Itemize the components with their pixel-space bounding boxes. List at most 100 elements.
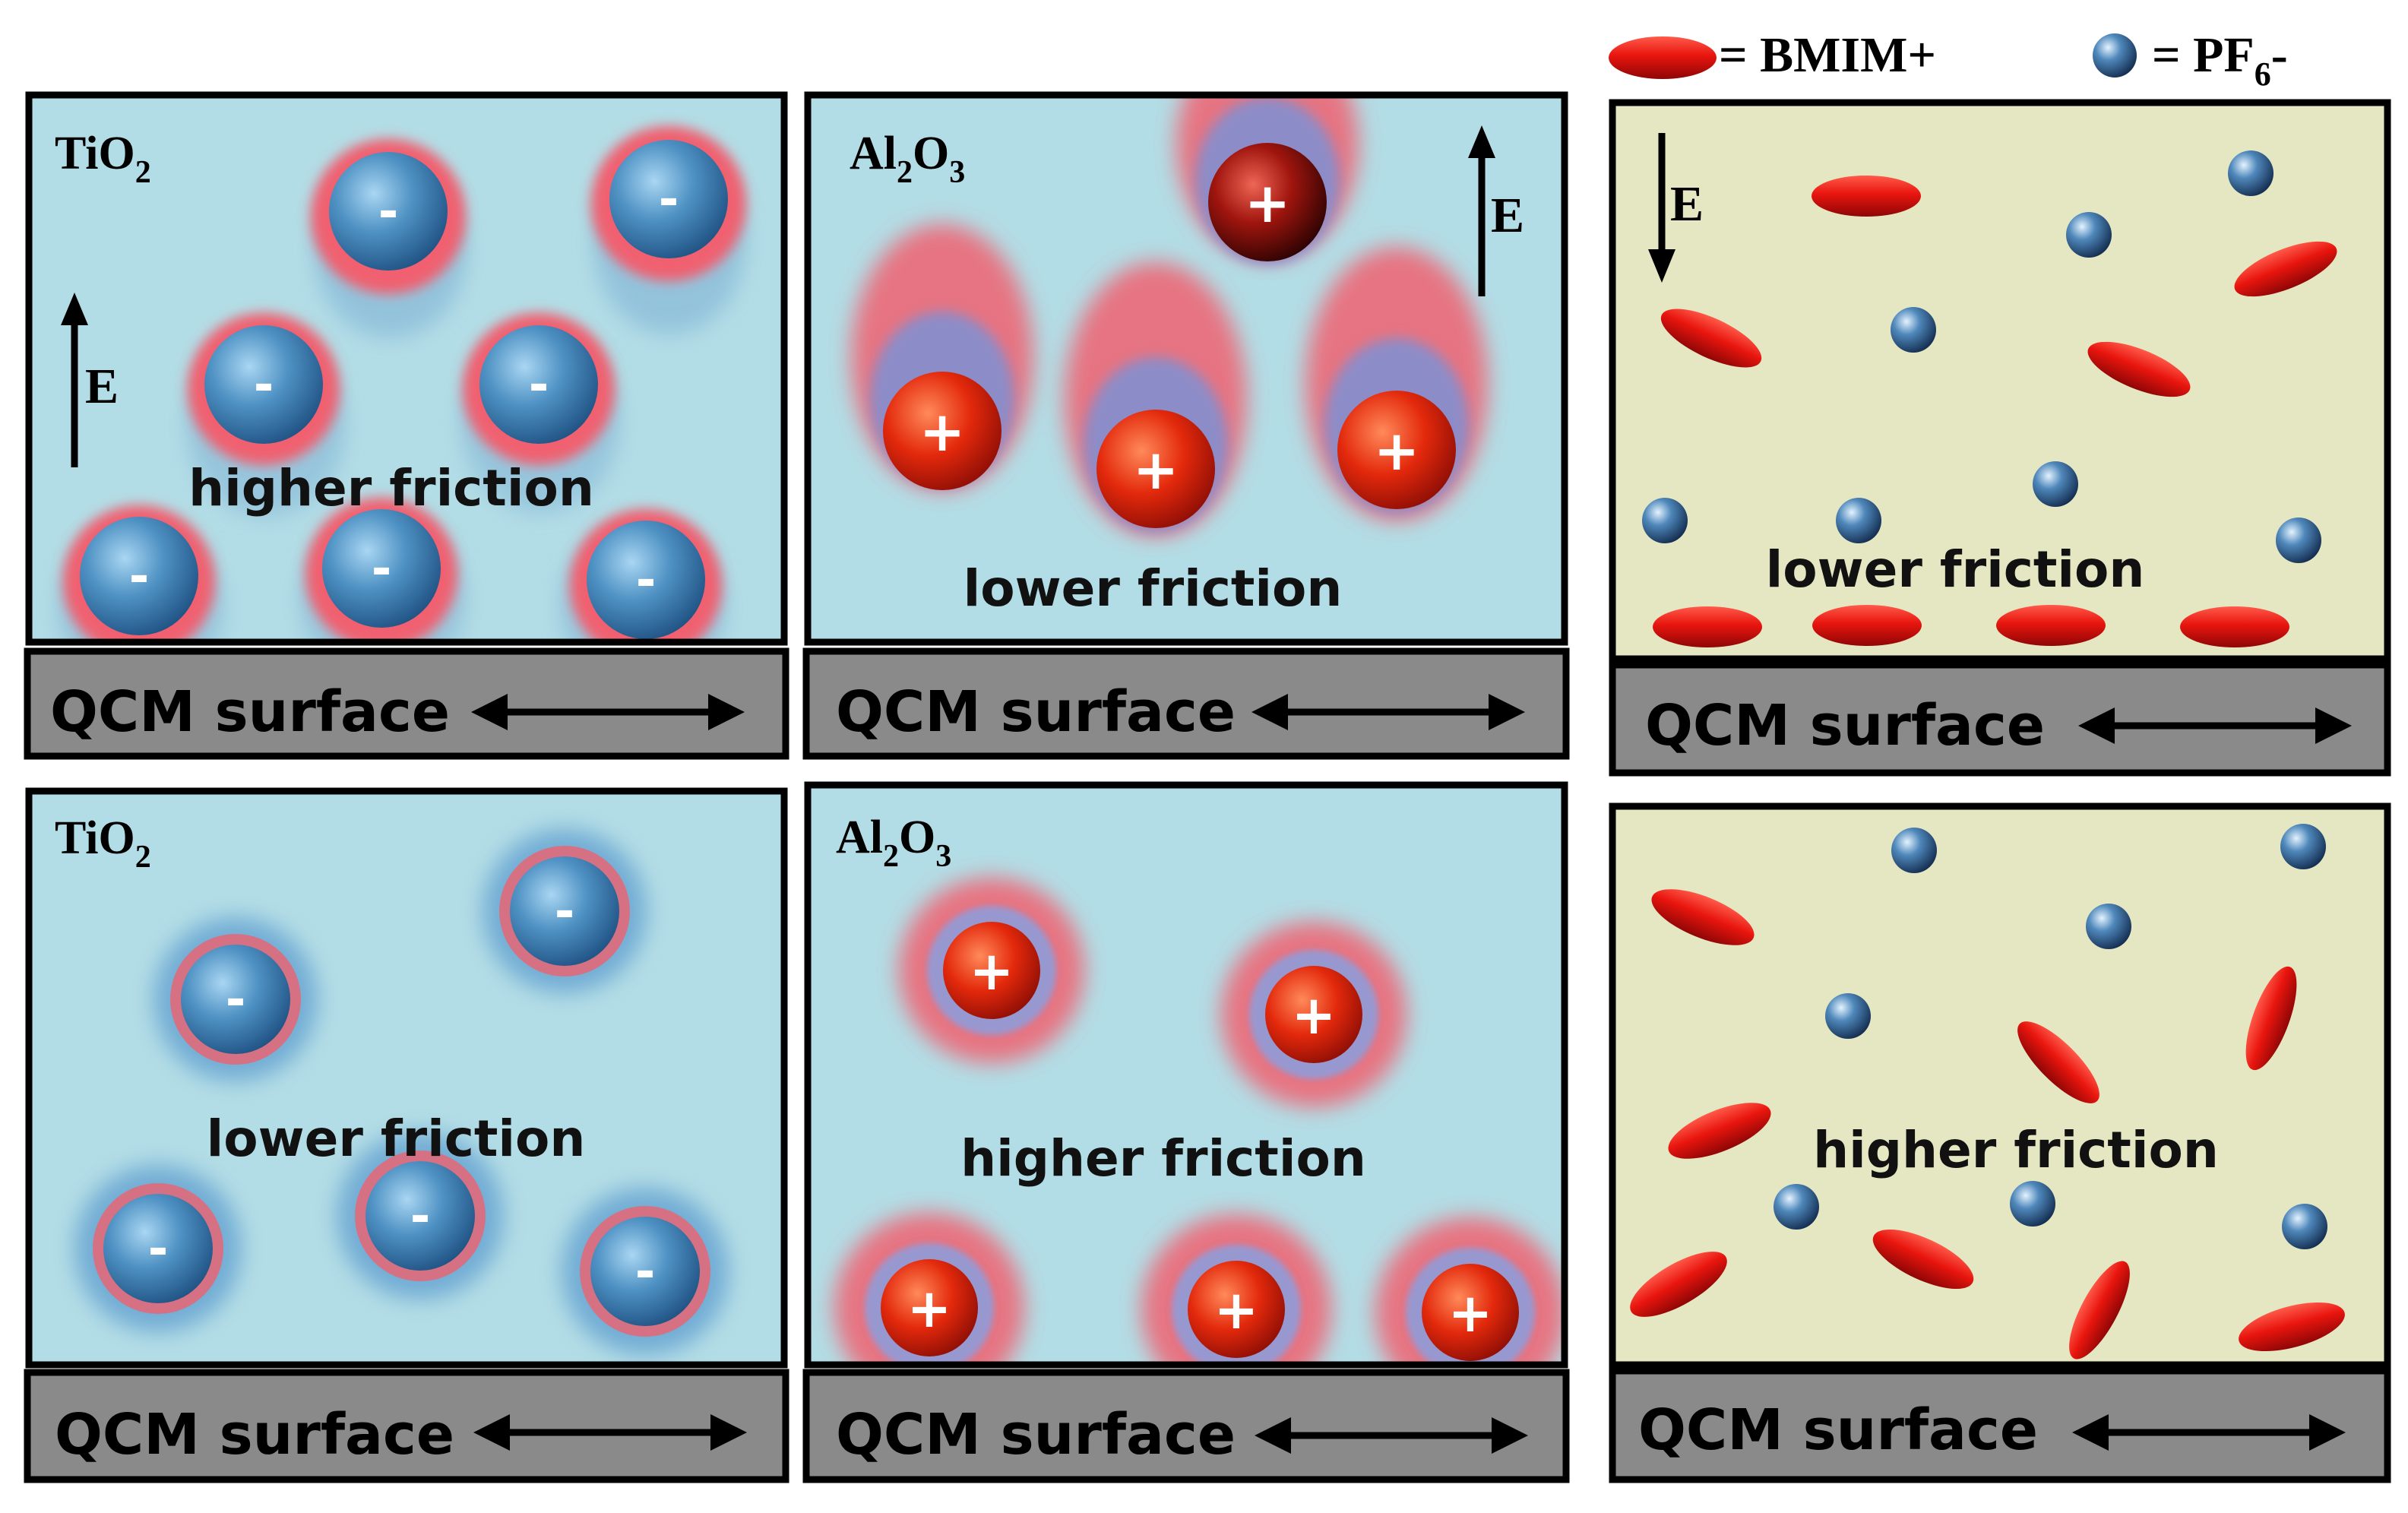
bmim-legend-ellipse: [1609, 36, 1717, 79]
anion-ball: -: [479, 325, 598, 444]
friction-label: lower friction: [207, 1109, 586, 1168]
bmim-ellipse: [2234, 241, 2337, 297]
pf6-ball: [2010, 1181, 2055, 1227]
bmim-ellipse: [2245, 966, 2297, 1071]
svg-text:-: -: [372, 541, 392, 597]
anion-ball: -: [587, 521, 705, 639]
pf6-ball: [2276, 518, 2321, 563]
svg-text:+: +: [970, 940, 1014, 1002]
pf6-ball: [2280, 824, 2326, 869]
friction-label: lower friction: [964, 559, 1343, 618]
anion-ball: -: [355, 1151, 486, 1281]
anion-ball: -: [609, 140, 728, 258]
field-arrow-down: [1648, 133, 1675, 283]
svg-text:-: -: [148, 1221, 169, 1277]
bmim-ellipse: [1651, 889, 1755, 945]
friction-label: higher friction: [1813, 1121, 2219, 1179]
cation-ball: +: [881, 1259, 978, 1356]
pf6-ball: [1891, 307, 1936, 353]
panel-al2o3-top: + + + + Al2O3 E lower friction: [804, 91, 1568, 646]
pf6-ball: [1891, 828, 1937, 873]
bmim-ellipse: [1653, 606, 1762, 647]
qcm-surface-bar: QCM surface: [1609, 661, 2391, 777]
cation-ball: +: [1188, 1261, 1285, 1358]
qcm-surface-bar: QCM surface: [24, 647, 789, 760]
qcm-surface-bar: QCM surface: [802, 647, 1570, 760]
oxide-label: Al2O3: [836, 812, 951, 874]
bmim-ellipse: [1630, 1252, 1727, 1317]
oxide-label: TiO2: [55, 128, 151, 190]
legend: = BMIM+ = PF6-: [1609, 27, 2288, 93]
panel-border: [25, 91, 788, 646]
panel-al2o3-bottom: + + + + + Al2O3 higher friction: [804, 781, 1568, 1369]
svg-text:-: -: [636, 552, 657, 609]
bmim-ellipse: [1660, 309, 1762, 368]
field-label: E: [1491, 188, 1524, 243]
oxide-label: TiO2: [55, 812, 151, 875]
anion-ball: -: [80, 517, 198, 635]
oxide-label: Al2O3: [850, 128, 965, 190]
qcm-surface-bar: QCM surface: [1609, 1367, 2391, 1483]
bmim-ellipse: [1812, 176, 1921, 217]
field-label: E: [85, 359, 119, 414]
qcm-surface-bar: QCM surface: [802, 1369, 1570, 1483]
surface-label: QCM surface: [55, 1402, 454, 1467]
panel-background: [1609, 99, 2391, 663]
svg-text:+: +: [1292, 984, 1337, 1046]
panel-tio2-bottom: - - - - - TiO2: [25, 787, 788, 1369]
pf6-ball: [1836, 498, 1881, 543]
surface-label: QCM surface: [1638, 1397, 2038, 1463]
double-arrow-icon: [2078, 707, 2352, 744]
svg-text:-: -: [555, 884, 575, 940]
anion-ball: -: [170, 934, 301, 1065]
pf6-ball: [2066, 212, 2112, 258]
surface-label: QCM surface: [836, 679, 1236, 745]
svg-text:+: +: [1448, 1282, 1493, 1344]
svg-text:-: -: [659, 172, 679, 228]
surface-label: QCM surface: [836, 1402, 1236, 1467]
anion-ball: -: [204, 325, 323, 444]
svg-text:+: +: [1133, 438, 1179, 502]
svg-text:+: +: [1245, 171, 1290, 235]
field-label: E: [1670, 176, 1704, 232]
friction-label: higher friction: [188, 459, 594, 518]
bmim-ellipse: [1812, 605, 1922, 646]
svg-text:+: +: [907, 1277, 952, 1340]
cation-ball: +: [1337, 391, 1456, 509]
bmim-ellipse: [2239, 1302, 2345, 1352]
qcm-surface-bar: QCM surface: [24, 1369, 789, 1483]
anion-ball: -: [329, 152, 448, 271]
pf6-ball: [1774, 1184, 1819, 1230]
svg-text:-: -: [529, 357, 549, 413]
panel-tio2-top: - - - - - - -: [25, 91, 788, 646]
svg-text:+: +: [919, 400, 965, 464]
double-arrow-icon: [473, 1414, 747, 1451]
panel-ionic-liquid-bottom: higher friction: [1609, 802, 2391, 1369]
bmim-ellipse: [2069, 1261, 2130, 1359]
field-arrow-up: [61, 293, 88, 467]
bmim-ellipse: [2180, 606, 2289, 647]
pf6-legend-ball: [2093, 33, 2137, 78]
pf6-ball: [2282, 1204, 2327, 1249]
double-arrow-icon: [1251, 694, 1525, 730]
bmim-legend-label: = BMIM+: [1719, 27, 1936, 83]
svg-text:-: -: [226, 972, 246, 1028]
anion-ball: -: [322, 509, 441, 628]
svg-text:-: -: [410, 1189, 431, 1245]
svg-text:+: +: [1214, 1279, 1259, 1341]
bmim-ellipse: [2087, 341, 2191, 397]
friction-label: higher friction: [960, 1129, 1366, 1188]
svg-text:-: -: [129, 549, 150, 605]
field-arrow-up: [1468, 125, 1495, 296]
bmim-ellipse: [1996, 605, 2106, 646]
cation-ball: +: [1208, 143, 1327, 261]
surface-label: QCM surface: [50, 679, 450, 745]
pf6-legend-label: = PF6-: [2152, 27, 2288, 93]
anion-ball: -: [499, 846, 630, 976]
pf6-ball: [1642, 498, 1688, 543]
pf6-ball: [1825, 993, 1871, 1039]
bmim-ellipse: [1872, 1229, 1974, 1290]
svg-text:-: -: [635, 1244, 656, 1300]
cation-ball: +: [1265, 966, 1362, 1063]
